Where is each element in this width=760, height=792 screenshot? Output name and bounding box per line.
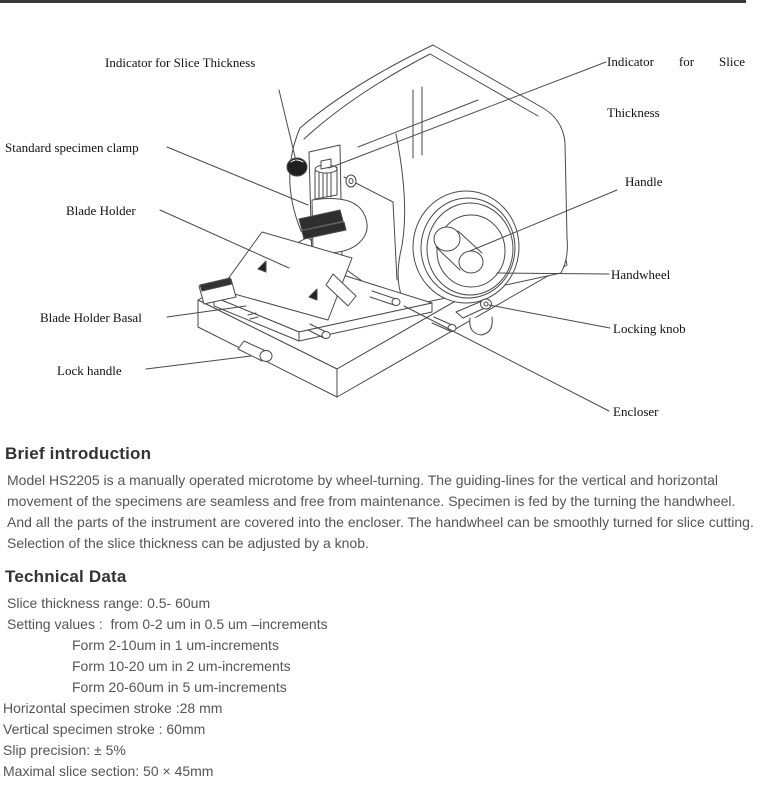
label-lock-handle: Lock handle [57,363,122,378]
intro-line: And all the parts of the instrument are … [7,514,754,530]
brief-introduction-section: Brief introduction Model HS2205 is a man… [0,444,760,554]
label-locking-knob: Locking knob [613,321,686,336]
label-word: Indicator [607,54,654,69]
tech-line: Slice thickness range: 0.5- 60um [7,595,211,611]
leader-indicator-right [328,61,607,169]
blade-holder-assembly-drawing [198,231,457,342]
top-divider [0,0,746,3]
lock-handle-drawing [237,340,273,362]
leader-encloser [403,305,610,412]
leader-indicator-left [278,89,297,162]
label-word: Slice [719,54,745,69]
tech-line: Setting values : from 0-2 um in 0.5 um –… [7,616,328,632]
label-indicator-right: Indicator for Slice Thickness [607,24,745,150]
label-standard-specimen-clamp: Standard specimen clamp [5,140,139,155]
intro-line: Selection of the slice thickness can be … [7,535,369,551]
technical-data-heading: Technical Data [5,567,127,586]
leader-handwheel [496,272,610,275]
label-handle: Handle [625,174,663,189]
leader-lock-handle [145,355,252,370]
specimen-clamp-drawing [286,144,368,262]
blade-holder-plate [219,231,353,321]
label-blade-holder: Blade Holder [66,203,136,218]
leader-lines [145,61,618,412]
handle-cap [458,250,484,274]
indicator-knob [286,157,308,177]
label-indicator-right-line2: Thickness [607,105,660,120]
leader-specimen-clamp [166,146,309,206]
label-blade-holder-basal: Blade Holder Basal [40,310,142,325]
locking-knob-drawing [455,298,493,336]
label-handwheel: Handwheel [611,267,671,282]
technical-data-section: Technical Data Slice thickness range: 0.… [0,567,760,782]
leader-blade-holder-basal [166,305,247,318]
handle-hub [433,226,461,252]
microtome-diagram: Indicator for Slice Thickness Indicator … [5,24,745,419]
intro-line: Model HS2205 is a manually operated micr… [7,472,719,488]
tech-line: Form 10-20 um in 2 um-increments [72,658,291,674]
label-encloser: Encloser [613,404,659,419]
handwheel-drawing [412,190,520,304]
leader-locking-knob [488,304,611,329]
tech-line: Form 20-60um in 5 um-increments [72,679,287,695]
brief-introduction-heading: Brief introduction [5,444,152,463]
label-word: for [678,54,695,69]
label-indicator-left: Indicator for Slice Thickness [105,55,256,70]
intro-line: movement of the specimens are seamless a… [7,493,736,509]
tech-line: Slip precision: ± 5% [3,742,126,758]
tech-line: Vertical specimen stroke : 60mm [3,721,206,737]
microtome-drawing [145,44,618,412]
label-indicator-right-line1: Indicator for Slice [607,54,745,69]
tech-line: Maximal slice section: 50 × 45mm [3,763,214,779]
tech-line: Form 2-10um in 1 um-increments [72,637,279,653]
leader-handle [469,189,618,252]
tech-line: Horizontal specimen stroke :28 mm [3,700,223,716]
leader-blade-holder [159,209,290,269]
